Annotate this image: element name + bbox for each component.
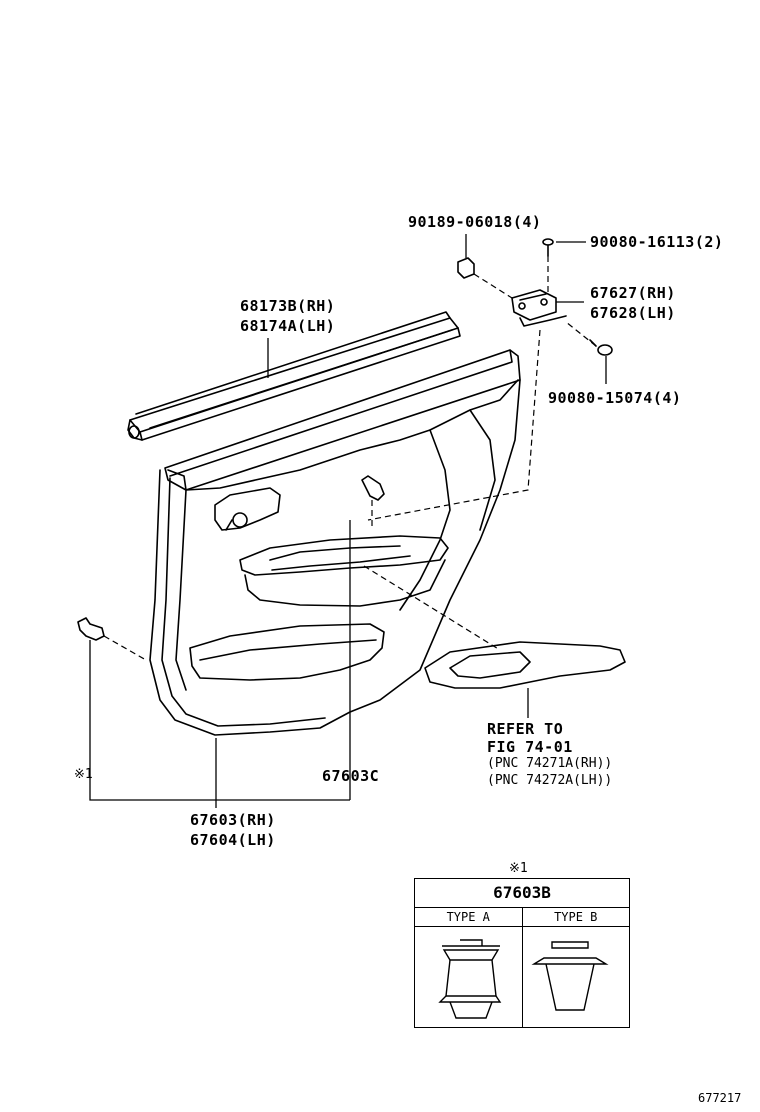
label-67603-rh: 67603(RH) — [190, 811, 276, 829]
clip-type-b-cell — [523, 927, 630, 1027]
label-67604-lh: 67604(LH) — [190, 831, 276, 849]
clip-left-part — [77, 617, 105, 641]
label-clip-ref: ※1 — [74, 767, 93, 782]
screw-right-part — [589, 339, 613, 356]
label-90189-06018: 90189-06018(4) — [408, 213, 542, 231]
weatherstrip-part — [127, 311, 461, 441]
label-pnc-rh: (PNC 74271A(RH)) — [487, 756, 613, 771]
label-90080-15074: 90080-15074(4) — [548, 389, 682, 407]
label-fig-74-01: FIG 74-01 — [487, 738, 573, 756]
label-refer-to: REFER TO — [487, 720, 564, 738]
label-pnc-lh: (PNC 74272A(LH)) — [487, 773, 613, 788]
clip-table-header: TYPE A TYPE B — [415, 908, 629, 927]
label-68174a-lh: 68174A(LH) — [240, 317, 336, 335]
clip-type-b-header: TYPE B — [554, 910, 598, 924]
clip-type-table: 67603B TYPE A TYPE B — [414, 878, 630, 1028]
switch-bezel-part — [424, 641, 626, 689]
label-67628-lh: 67628(LH) — [590, 304, 676, 322]
clip-type-a-header: TYPE A — [415, 908, 523, 926]
clip-table-marker: ※1 — [509, 861, 528, 876]
label-67603c: 67603C — [322, 767, 380, 785]
door-panel-part — [149, 349, 521, 736]
clip-table-body — [415, 927, 629, 1027]
bracket-part — [511, 289, 567, 327]
figure-id: 677217 — [698, 1091, 742, 1105]
label-90080-16113: 90080-16113(2) — [590, 233, 724, 251]
label-68173b-rh: 68173B(RH) — [240, 297, 336, 315]
label-67627-rh: 67627(RH) — [590, 284, 676, 302]
clip-type-a-cell — [415, 927, 523, 1027]
nut-part — [457, 257, 475, 279]
clip-table-title: 67603B — [415, 879, 629, 908]
screw-top-part — [542, 238, 554, 257]
clip-type-drawings — [438, 939, 609, 1019]
